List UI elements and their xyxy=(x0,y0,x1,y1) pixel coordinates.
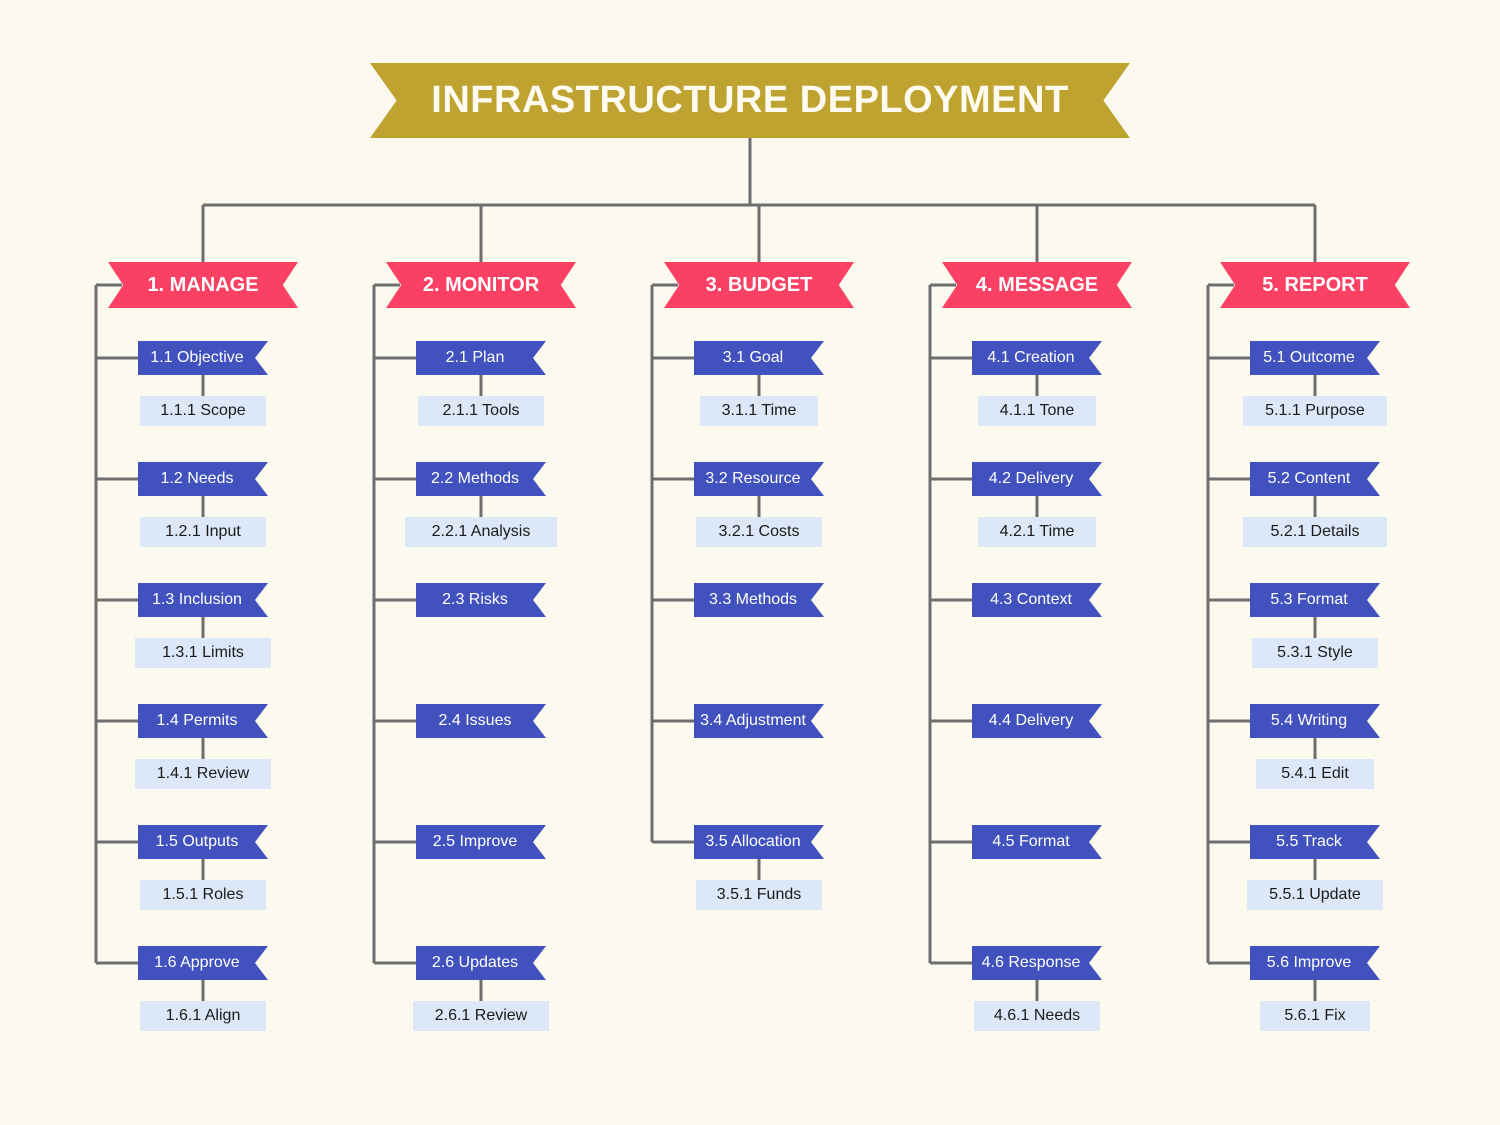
task-box-message-3[interactable]: 4.3 Context xyxy=(972,583,1102,617)
subtask-box-monitor-2-1[interactable]: 2.2.1 Analysis xyxy=(404,517,558,547)
task-box-budget-1[interactable]: 3.1 Goal xyxy=(694,341,824,375)
task-box-manage-4[interactable]: 1.4 Permits xyxy=(138,704,268,738)
task-box-budget-2[interactable]: 3.2 Resource xyxy=(694,462,824,496)
subtask-box-report-3-1[interactable]: 5.3.1 Style xyxy=(1251,638,1379,668)
subtask-box-message-1-1[interactable]: 4.1.1 Tone xyxy=(978,396,1096,426)
phase-banner-manage[interactable]: 1. MANAGE xyxy=(108,262,298,308)
subtask-box-monitor-1-1[interactable]: 2.1.1 Tools xyxy=(417,396,545,426)
subtask-box-monitor-6-1[interactable]: 2.6.1 Review xyxy=(413,1001,549,1031)
task-box-budget-5[interactable]: 3.5 Allocation xyxy=(694,825,824,859)
phase-banner-message[interactable]: 4. MESSAGE xyxy=(942,262,1132,308)
subtask-box-manage-2-1[interactable]: 1.2.1 Input xyxy=(139,517,267,547)
task-box-monitor-3[interactable]: 2.3 Risks xyxy=(416,583,546,617)
task-box-monitor-6[interactable]: 2.6 Updates xyxy=(416,946,546,980)
task-box-manage-2[interactable]: 1.2 Needs xyxy=(138,462,268,496)
task-box-report-4[interactable]: 5.4 Writing xyxy=(1250,704,1380,738)
subtask-box-report-1-1[interactable]: 5.1.1 Purpose xyxy=(1243,396,1387,426)
task-box-budget-3[interactable]: 3.3 Methods xyxy=(694,583,824,617)
task-box-message-2[interactable]: 4.2 Delivery xyxy=(972,462,1102,496)
subtask-box-message-6-1[interactable]: 4.6.1 Needs xyxy=(973,1001,1101,1031)
subtask-box-report-6-1[interactable]: 5.6.1 Fix xyxy=(1260,1001,1370,1031)
subtask-box-manage-6-1[interactable]: 1.6.1 Align xyxy=(139,1001,267,1031)
task-box-budget-4[interactable]: 3.4 Adjustment xyxy=(694,704,824,738)
subtask-box-manage-5-1[interactable]: 1.5.1 Roles xyxy=(139,880,267,910)
task-box-message-6[interactable]: 4.6 Response xyxy=(972,946,1102,980)
task-box-manage-6[interactable]: 1.6 Approve xyxy=(138,946,268,980)
subtask-box-manage-1-1[interactable]: 1.1.1 Scope xyxy=(139,396,267,426)
task-box-manage-3[interactable]: 1.3 Inclusion xyxy=(138,583,268,617)
phase-banner-budget[interactable]: 3. BUDGET xyxy=(664,262,854,308)
subtask-box-manage-3-1[interactable]: 1.3.1 Limits xyxy=(135,638,271,668)
task-box-monitor-4[interactable]: 2.4 Issues xyxy=(416,704,546,738)
phase-banner-monitor[interactable]: 2. MONITOR xyxy=(386,262,576,308)
subtask-box-report-5-1[interactable]: 5.5.1 Update xyxy=(1247,880,1383,910)
subtask-box-budget-5-1[interactable]: 3.5.1 Funds xyxy=(695,880,823,910)
task-box-report-5[interactable]: 5.5 Track xyxy=(1250,825,1380,859)
task-box-report-6[interactable]: 5.6 Improve xyxy=(1250,946,1380,980)
task-box-manage-1[interactable]: 1.1 Objective xyxy=(138,341,268,375)
task-box-manage-5[interactable]: 1.5 Outputs xyxy=(138,825,268,859)
task-box-monitor-2[interactable]: 2.2 Methods xyxy=(416,462,546,496)
task-box-report-2[interactable]: 5.2 Content xyxy=(1250,462,1380,496)
task-box-monitor-5[interactable]: 2.5 Improve xyxy=(416,825,546,859)
subtask-box-report-4-1[interactable]: 5.4.1 Edit xyxy=(1256,759,1374,789)
subtask-box-message-2-1[interactable]: 4.2.1 Time xyxy=(978,517,1096,547)
subtask-box-report-2-1[interactable]: 5.2.1 Details xyxy=(1243,517,1387,547)
task-box-message-5[interactable]: 4.5 Format xyxy=(972,825,1102,859)
root-title-banner[interactable]: INFRASTRUCTURE DEPLOYMENT xyxy=(370,63,1130,138)
task-box-monitor-1[interactable]: 2.1 Plan xyxy=(416,341,546,375)
task-box-report-1[interactable]: 5.1 Outcome xyxy=(1250,341,1380,375)
subtask-box-budget-2-1[interactable]: 3.2.1 Costs xyxy=(695,517,823,547)
task-box-message-1[interactable]: 4.1 Creation xyxy=(972,341,1102,375)
phase-banner-report[interactable]: 5. REPORT xyxy=(1220,262,1410,308)
subtask-box-manage-4-1[interactable]: 1.4.1 Review xyxy=(135,759,271,789)
task-box-message-4[interactable]: 4.4 Delivery xyxy=(972,704,1102,738)
task-box-report-3[interactable]: 5.3 Format xyxy=(1250,583,1380,617)
subtask-box-budget-1-1[interactable]: 3.1.1 Time xyxy=(700,396,818,426)
